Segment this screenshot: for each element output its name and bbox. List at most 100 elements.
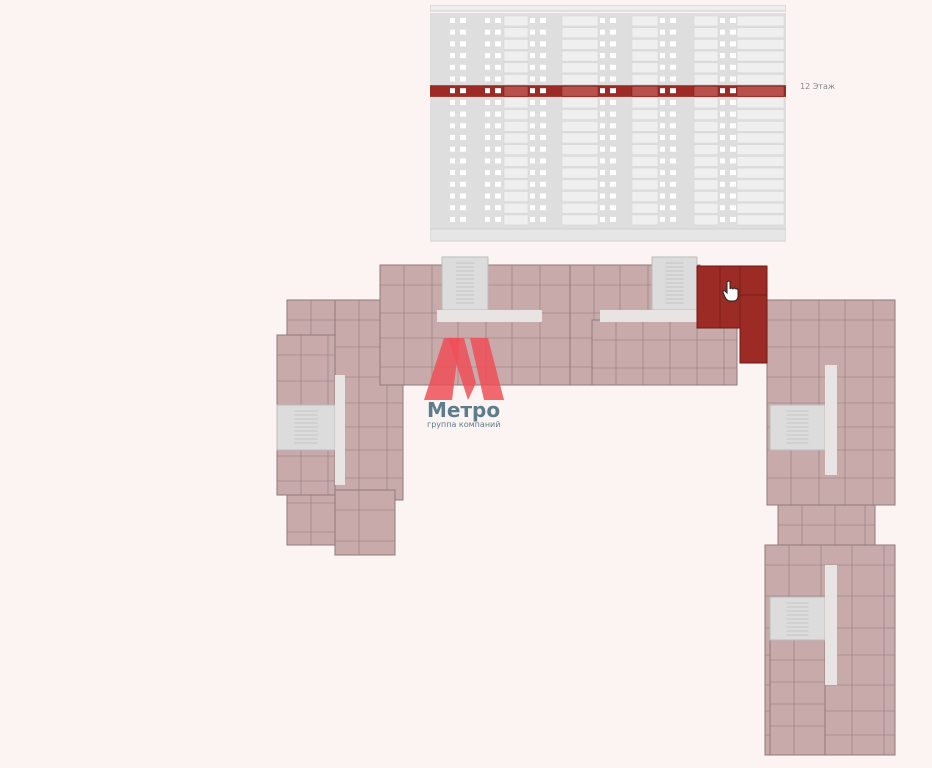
window	[540, 181, 546, 187]
apartment-shape[interactable]	[334, 299, 404, 501]
facade-floor[interactable]	[430, 144, 786, 156]
glazing	[561, 62, 599, 74]
window	[485, 53, 490, 59]
window	[730, 205, 736, 211]
facade-floor[interactable]	[430, 214, 786, 226]
apartment-shape[interactable]	[769, 639, 826, 756]
window	[485, 64, 490, 70]
window	[495, 170, 501, 176]
window	[730, 123, 736, 129]
glazing	[503, 156, 529, 167]
window	[540, 216, 546, 222]
apartment-block[interactable]	[591, 319, 738, 386]
glazing	[693, 167, 719, 179]
window	[540, 123, 546, 129]
window	[450, 205, 455, 211]
window	[485, 41, 490, 47]
glazing	[693, 15, 719, 27]
stairwell	[276, 404, 336, 451]
glazing	[503, 15, 529, 27]
corridor	[825, 365, 837, 475]
window	[540, 158, 546, 164]
window	[610, 146, 616, 152]
window	[660, 18, 665, 23]
window	[730, 181, 736, 187]
facade-floor[interactable]	[430, 62, 786, 74]
window	[720, 135, 725, 140]
facade-floor[interactable]	[430, 191, 786, 203]
window	[540, 135, 546, 140]
apartment-shape[interactable]	[591, 319, 738, 386]
glazing	[561, 179, 599, 191]
glazing	[631, 191, 659, 202]
window	[660, 181, 665, 187]
selected-floor-label: 12 Этаж	[800, 82, 836, 91]
window	[495, 53, 501, 59]
stairwell	[769, 596, 826, 641]
facade-floor[interactable]	[430, 179, 786, 191]
corridor	[600, 310, 697, 322]
glazing	[693, 179, 719, 191]
glazing	[503, 121, 529, 132]
facade-floor-selected[interactable]	[430, 85, 786, 97]
glazing	[693, 97, 719, 109]
window	[610, 41, 616, 47]
window	[460, 111, 466, 117]
facade-floor[interactable]	[430, 97, 786, 109]
window	[730, 193, 736, 199]
facade-floor[interactable]	[430, 50, 786, 62]
window	[485, 135, 490, 140]
apartment-block[interactable]	[334, 299, 404, 501]
window	[610, 135, 616, 140]
glazing	[736, 144, 785, 155]
window	[610, 76, 616, 82]
apartment-selected-shape[interactable]	[696, 265, 768, 364]
window	[450, 181, 455, 187]
glazing	[736, 109, 785, 120]
facade-floor-band[interactable]	[430, 85, 786, 97]
window	[670, 193, 676, 199]
window	[660, 135, 665, 140]
building-facade[interactable]	[430, 5, 786, 243]
window	[730, 158, 736, 164]
facade-floor[interactable]	[430, 74, 786, 86]
facade-floor[interactable]	[430, 27, 786, 39]
window	[660, 216, 665, 222]
facade-floor[interactable]	[430, 109, 786, 121]
apartment-block[interactable]	[777, 504, 876, 546]
window	[720, 123, 725, 129]
window	[730, 88, 736, 94]
facade-floor[interactable]	[430, 120, 786, 132]
window	[660, 76, 665, 82]
apartment-shape[interactable]	[334, 489, 396, 556]
apartment-selected[interactable]	[696, 265, 768, 364]
window	[450, 170, 455, 176]
window	[660, 193, 665, 199]
window	[660, 29, 665, 35]
window	[540, 41, 546, 47]
window	[485, 170, 490, 176]
glazing	[631, 39, 659, 50]
glazing	[631, 50, 659, 62]
facade-floor[interactable]	[430, 167, 786, 179]
facade-floor[interactable]	[430, 132, 786, 144]
facade-floor[interactable]	[430, 38, 786, 50]
window	[540, 18, 546, 23]
window	[460, 193, 466, 199]
window	[600, 146, 605, 152]
apartment-block[interactable]	[334, 489, 396, 556]
apartment-block[interactable]	[769, 639, 826, 756]
window	[730, 18, 736, 23]
window	[485, 111, 490, 117]
window	[600, 88, 605, 94]
window	[600, 170, 605, 176]
window	[540, 193, 546, 199]
window	[730, 99, 736, 105]
window	[485, 158, 490, 164]
facade-floor[interactable]	[430, 155, 786, 167]
facade-roof	[430, 5, 786, 12]
facade-floor[interactable]	[430, 202, 786, 214]
window	[600, 111, 605, 117]
glazing	[736, 85, 785, 97]
facade-floor[interactable]	[430, 15, 786, 27]
